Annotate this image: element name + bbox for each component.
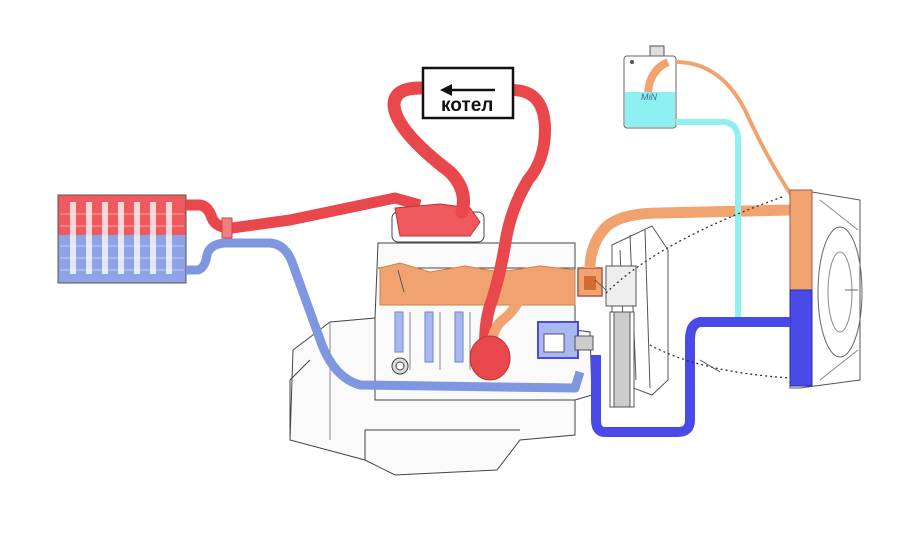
heater-return-hose (479, 84, 552, 351)
boiler-label: котел (441, 95, 493, 116)
radiator-hot-hose (186, 192, 422, 234)
block-cold-jacket (394, 311, 464, 363)
radiator-cold-hose (186, 238, 585, 393)
min-level-label: MiN (641, 92, 657, 102)
pump-hot-bulb (469, 335, 511, 381)
radiator (57, 194, 187, 284)
leader-lines (397, 269, 858, 373)
reservoir-warm-line (675, 60, 800, 207)
expansion-reservoir: MiN (623, 45, 677, 129)
boiler: котел (421, 66, 515, 120)
heater-supply-hose (387, 81, 470, 219)
pump-warm-pipe (487, 285, 530, 345)
cold-return-loop (591, 317, 790, 437)
fan (605, 225, 669, 408)
reservoir-cold-line (676, 119, 741, 320)
cooling-radiator (789, 189, 863, 389)
water-pump (537, 321, 594, 359)
thermostat-warm-hose (584, 204, 791, 269)
thermostat (577, 267, 603, 297)
cylinder-head-coolant (379, 262, 576, 306)
hose-clamp (221, 217, 233, 239)
